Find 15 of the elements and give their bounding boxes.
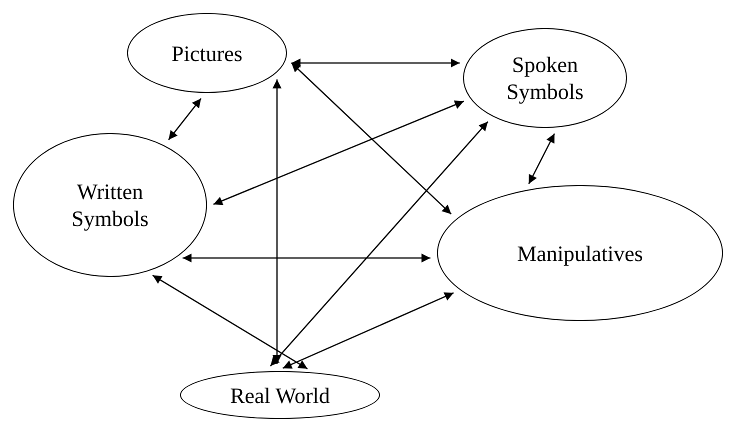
double-arrow (528, 133, 556, 184)
node-label: Pictures (170, 40, 244, 66)
double-arrow (291, 58, 460, 68)
double-arrow (282, 292, 454, 369)
double-arrow (272, 79, 282, 364)
double-arrow (182, 254, 430, 262)
node-label: Written Symbols (70, 178, 150, 232)
node-label: Manipulatives (516, 240, 644, 266)
double-arrow (270, 121, 488, 366)
double-arrow (213, 100, 464, 206)
double-arrow (168, 98, 202, 140)
double-arrow (291, 62, 452, 215)
node-label: Spoken Symbols (505, 51, 585, 105)
node-label: Real World (229, 382, 331, 408)
double-arrow (152, 274, 308, 370)
